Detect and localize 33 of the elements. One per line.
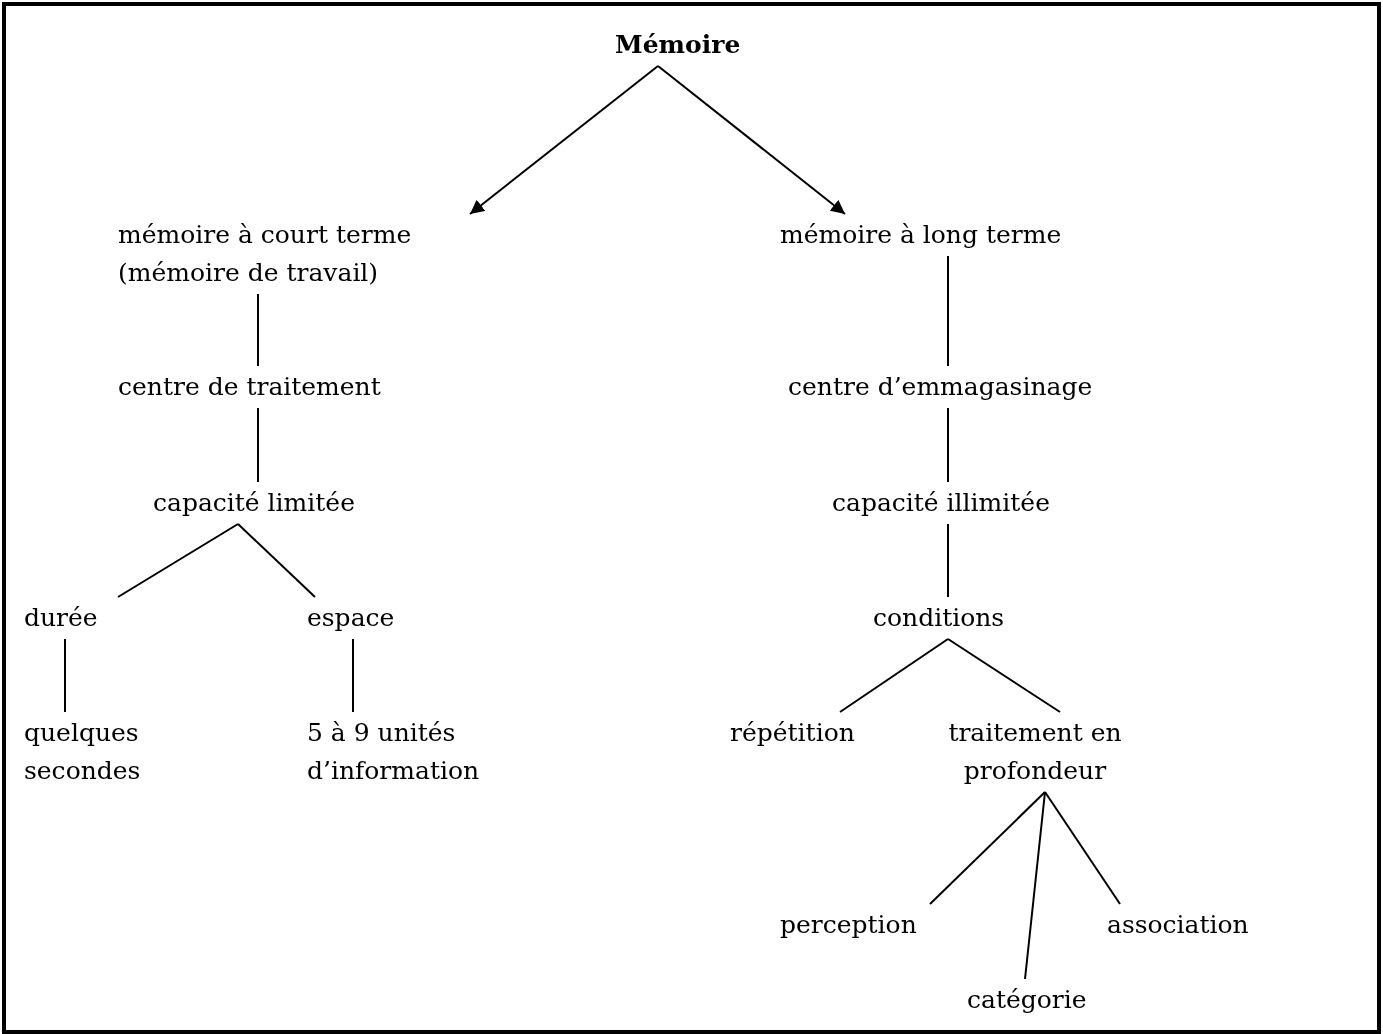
connector-line [257, 407, 259, 483]
node-label: 5 à 9 unités d’information [307, 717, 481, 787]
connector-line [947, 255, 949, 367]
connector-line [117, 523, 239, 598]
connector-line [352, 638, 354, 713]
node-label: centre de traitement [118, 371, 381, 403]
node-label: perception [780, 909, 917, 941]
node-label: association [1107, 909, 1249, 941]
connector-line [929, 791, 1046, 905]
connector-line [947, 407, 949, 483]
connector-line [257, 293, 259, 367]
node-label: catégorie [967, 984, 1087, 1016]
arrow [657, 65, 846, 215]
node-label: centre d’emmagasinage [788, 371, 1093, 403]
connector-line [839, 638, 949, 713]
connector-line [64, 638, 66, 713]
connector-line [947, 523, 949, 598]
node-label: conditions [873, 602, 1005, 634]
node-label: espace [307, 602, 395, 634]
connector-line [1044, 791, 1121, 905]
connector-line [1024, 791, 1046, 980]
connector-line [947, 638, 1061, 713]
node-label: Mémoire [615, 29, 741, 61]
node-label: capacité illimitée [832, 487, 1050, 519]
connector-line [237, 523, 316, 598]
node-label: traitement en profondeur [947, 717, 1123, 787]
node-label: quelques secondes [24, 717, 142, 787]
node-label: mémoire à court terme (mémoire de travail) [118, 219, 413, 289]
arrow [469, 65, 659, 215]
node-label: répétition [730, 717, 855, 749]
node-label: durée [24, 602, 98, 634]
node-label: mémoire à long terme [780, 219, 1062, 251]
node-label: capacité limitée [153, 487, 355, 519]
